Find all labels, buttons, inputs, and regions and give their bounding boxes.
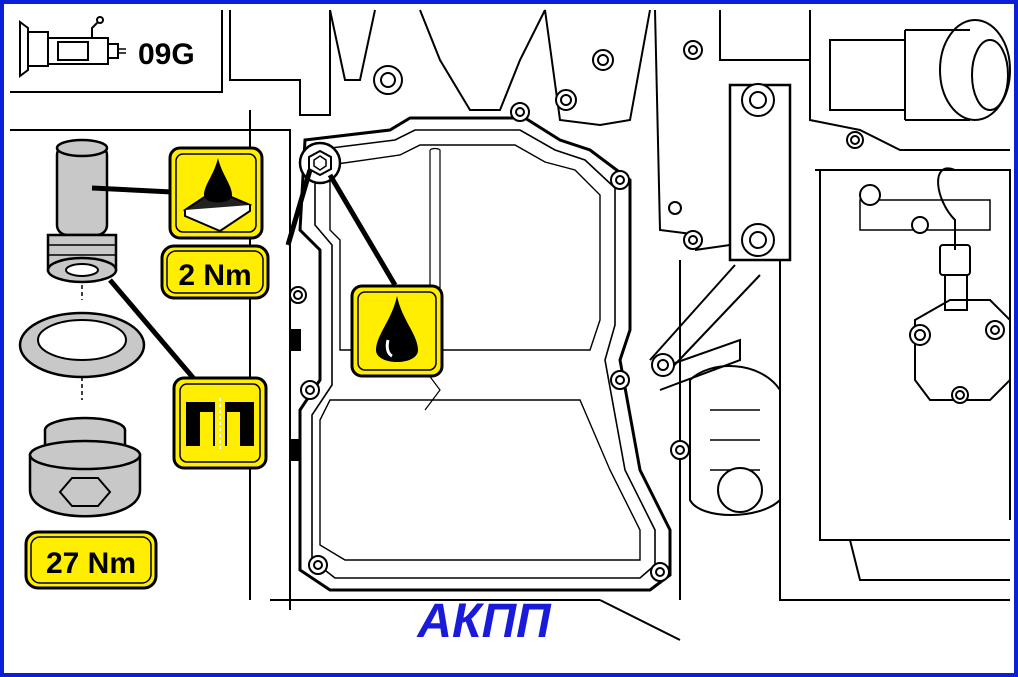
torque-callout-2nm: 2 Nm: [160, 244, 270, 300]
leader-fill-icon: [91, 185, 173, 195]
leader-torque: [285, 169, 313, 246]
transmission-gearbox-icon: [19, 16, 126, 78]
svg-text:27 Nm: 27 Nm: [46, 547, 136, 580]
background-bolts: [373, 40, 1005, 513]
fill-tube-plug: [46, 138, 118, 284]
seal-section-icon: [172, 376, 268, 470]
seal-ring: [18, 311, 146, 379]
torque-callout-27nm: 27 Nm: [24, 530, 158, 590]
drain-plug: [28, 416, 142, 518]
leader-oil-icon: [327, 173, 398, 287]
oil-drop-on-plate-icon: [168, 146, 264, 240]
header-code: 09G: [138, 38, 195, 71]
left-parts-panel: [10, 10, 398, 610]
leader-seal-icon: [108, 278, 197, 382]
oil-drop-icon: [350, 284, 444, 378]
svg-text:2 Nm: 2 Nm: [178, 259, 251, 292]
caption-label: АКПП: [416, 595, 552, 648]
oil-pan: [289, 102, 672, 592]
transmission-housing-drawing: [229, 9, 1011, 641]
